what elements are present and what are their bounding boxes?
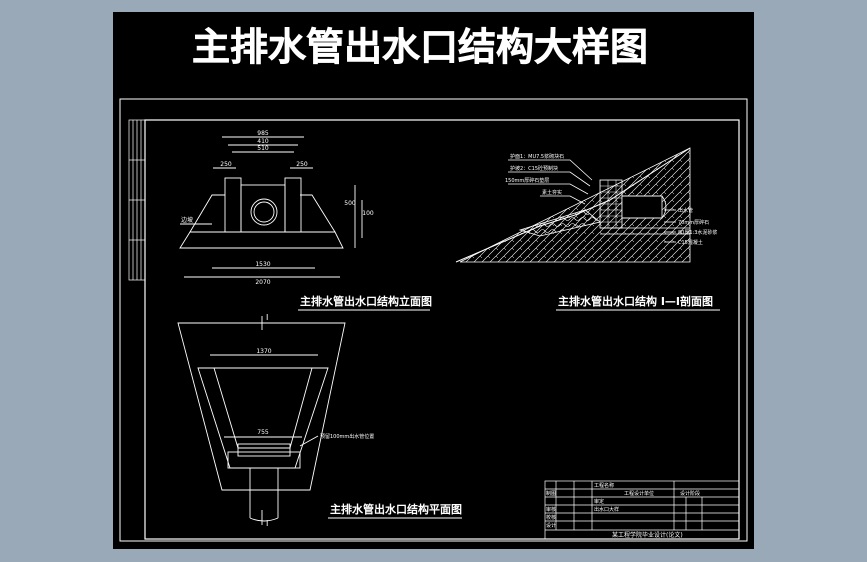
- section-note-3: 150mm厚碎石垫层: [505, 177, 549, 184]
- dim-side-right: 250: [296, 161, 308, 168]
- title-block-text: 工程名称 工程设计单位 设计阶段 审定 出水口大样 审核 校核 设计 制图 某工…: [546, 482, 700, 539]
- plan-dim-mid: 755: [257, 429, 269, 436]
- tb-row5-col1: 设计: [546, 522, 556, 529]
- front-view-title: 主排水管出水口结构立面图: [300, 294, 432, 308]
- section-mark-bottom: Ⅰ: [266, 519, 268, 528]
- drawing-sheet: [113, 12, 754, 549]
- dim-bottom1: 1530: [255, 261, 270, 268]
- binding-strip: [128, 119, 146, 281]
- front-dimension-labels: 985 410 510 250 250 500 100 1530 2070 边坡: [181, 130, 374, 286]
- tb-row1-col1: 工程名称: [594, 482, 614, 489]
- tb-row2-col1: 审定: [594, 498, 604, 505]
- section-notes: 护面1：MU7.5浆砌块石 护坡2：C15砼预制块 150mm厚碎石垫层 素土夯…: [505, 153, 717, 246]
- section-note-1: 护面1：MU7.5浆砌块石: [510, 153, 564, 160]
- dim-bottom2: 2070: [255, 279, 270, 286]
- section-note-4: 素土夯实: [542, 189, 562, 196]
- outer-frame: [119, 98, 748, 542]
- section-right-note-4: C15混凝土: [678, 239, 703, 246]
- dim-top2: 410: [257, 138, 269, 145]
- tb-row4-col1: 校核: [546, 514, 556, 521]
- tb-footer: 某工程学院毕业设计(论文): [612, 531, 683, 539]
- dim-top3: 510: [257, 145, 269, 152]
- dim-top1: 985: [257, 130, 269, 137]
- dim-side-left: 250: [220, 161, 232, 168]
- section-mark-top: Ⅰ: [266, 313, 268, 322]
- section-right-note-3: 80厚1:3水泥砂浆: [678, 229, 717, 236]
- plan-labels: 1370 755 预留100mm出水管位置 Ⅰ Ⅰ: [256, 313, 374, 528]
- section-note-2: 护坡2：C15砼预制块: [510, 165, 558, 172]
- main-title: 主排水管出水口结构大样图: [192, 25, 648, 69]
- tb-row1-col3: 设计阶段: [680, 490, 700, 497]
- tb-row6-col1: 制图: [546, 490, 556, 497]
- plan-view: [177, 316, 346, 525]
- inner-frame: [144, 119, 740, 540]
- plan-note: 预留100mm出水管位置: [320, 433, 374, 440]
- tb-row3-col1: 审核: [546, 506, 556, 513]
- section-view: [455, 147, 691, 263]
- label-slope: 边坡: [181, 216, 193, 224]
- plan-view-title: 主排水管出水口结构平面图: [330, 502, 462, 516]
- tb-row1-col2: 工程设计单位: [624, 490, 654, 497]
- title-block: [544, 480, 740, 540]
- dim-height1: 500: [344, 200, 356, 207]
- plan-dim-top: 1370: [256, 348, 271, 355]
- front-elevation: [179, 136, 363, 278]
- dim-height2: 100: [362, 210, 374, 217]
- section-right-note-1: 出水管: [678, 207, 693, 214]
- section-right-note-2: 70mm厚碎石: [678, 219, 709, 226]
- tb-row2-col2: 出水口大样: [594, 506, 619, 513]
- section-view-title: 主排水管出水口结构 Ⅰ—Ⅰ剖面图: [558, 294, 713, 308]
